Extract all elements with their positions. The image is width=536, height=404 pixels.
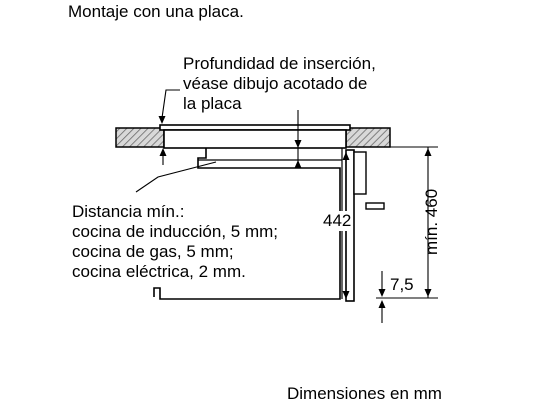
page-title: Montaje con una placa. — [68, 2, 244, 21]
dim-460-label: mín. 460 — [422, 188, 441, 255]
dim-gap-arrow-up — [378, 300, 386, 308]
clearance-arrow-up — [294, 160, 302, 168]
arrow-insertion-top — [158, 116, 166, 124]
worktop-right — [345, 127, 391, 148]
oven-outline — [153, 148, 341, 300]
note-insertion-depth-line-2: véase dibujo acotado de — [183, 74, 368, 93]
dim-460-arrow-bottom — [424, 289, 432, 297]
oven-control-panel — [353, 151, 367, 195]
note-insertion-depth-line-1: Profundidad de inserción, — [183, 54, 376, 73]
worktop-left — [115, 127, 165, 148]
dim-gap-label: 7,5 — [390, 275, 414, 294]
leader-min-distance — [135, 161, 217, 193]
note-min-distance-line-3: cocina de gas, 5 mm; — [72, 242, 234, 261]
note-min-distance-line-1: Distancia mín.: — [72, 202, 185, 221]
arrow-insertion-bottom — [159, 148, 167, 156]
dim-460-arrow-top — [424, 148, 432, 156]
dim-442-label: 442 — [323, 211, 352, 231]
leader-insertion-depth — [161, 89, 180, 119]
dim-442-arrow-bottom — [342, 291, 350, 299]
dim-gap-arrow-down — [378, 289, 386, 297]
dim-442-arrow-top — [342, 152, 350, 160]
clearance-arrow-down — [294, 140, 302, 148]
note-insertion-depth-line-3: la placa — [183, 94, 242, 113]
note-min-distance-line-4: cocina eléctrica, 2 mm. — [72, 262, 246, 281]
hob-body — [163, 129, 347, 149]
note-min-distance-line-2: cocina de inducción, 5 mm; — [72, 222, 278, 241]
oven-knob — [365, 202, 385, 210]
footer-units: Dimensiones en mm — [287, 384, 442, 403]
